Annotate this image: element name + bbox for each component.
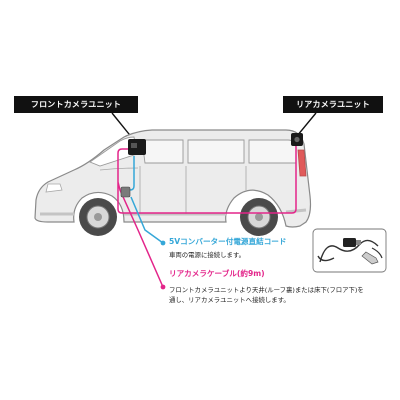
- power-cord-note: 5Vコンバーター付電源直結コード 車両の電源に接続します。: [169, 236, 286, 260]
- rear-cable-title: リアカメラケーブル(約9m): [169, 269, 265, 278]
- rear-camera-unit-label: リアカメラユニット: [283, 96, 383, 113]
- front-camera-unit-label: フロントカメラユニット: [14, 96, 138, 113]
- power-cord-product-image: [312, 228, 387, 273]
- middle-side-window: [187, 139, 245, 164]
- power-connector: [120, 186, 131, 198]
- front-camera-unit: [128, 139, 146, 155]
- rear-side-window: [248, 139, 297, 164]
- rear-cable-description-line2: 通し、リアカメラユニットへ接続します。: [169, 296, 290, 304]
- power-cord-title: 5Vコンバーター付電源直結コード: [169, 237, 287, 246]
- rear-cable-description-line1: フロントカメラユニットより天井(ルーフ裏)または床下(フロア下)を: [169, 286, 364, 294]
- rear-wheel: [240, 198, 278, 236]
- van-details: [45, 149, 307, 214]
- power-cord-description: 車両の電源に接続します。: [169, 251, 246, 259]
- rear-label-leader: [296, 112, 317, 137]
- rear-cable-note-dot: [160, 284, 166, 290]
- front-side-window: [141, 139, 184, 164]
- power-cord-note-dot: [160, 240, 166, 246]
- rear-cable-note: リアカメラケーブル(約9m) フロントカメラユニットより天井(ルーフ裏)または床…: [169, 268, 364, 305]
- rear-camera-unit: [291, 133, 303, 146]
- front-wheel: [79, 198, 117, 236]
- van-windows: [89, 136, 297, 167]
